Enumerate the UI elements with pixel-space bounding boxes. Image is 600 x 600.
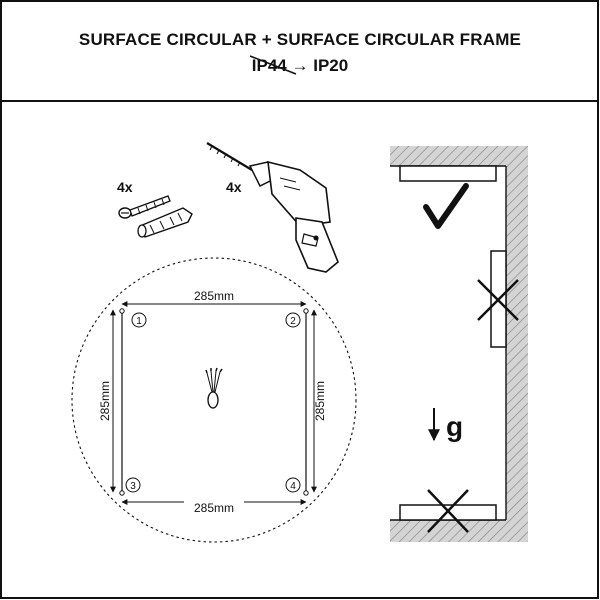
screw-anchor-group: 4x bbox=[117, 179, 193, 238]
page-title: SURFACE CIRCULAR + SURFACE CIRCULAR FRAM… bbox=[78, 30, 522, 49]
dimension-top: 285mm bbox=[194, 289, 234, 303]
dimension-label-bg-bottom bbox=[184, 501, 244, 515]
hole-marker-4 bbox=[285, 477, 301, 493]
arrow-right-icon: → bbox=[291, 56, 309, 75]
strike-through-icon bbox=[249, 55, 297, 75]
check-icon bbox=[423, 183, 469, 229]
hole-number-2: 2 bbox=[290, 316, 296, 327]
cross-icon-wall bbox=[477, 279, 519, 321]
ip-rating-line: IP44 → IP20 bbox=[0, 55, 600, 76]
hole-number-3: 3 bbox=[130, 481, 136, 492]
wall-plug-icon bbox=[137, 207, 193, 238]
hole-marker-2 bbox=[285, 312, 301, 328]
dimension-label-bg-left bbox=[98, 375, 112, 427]
template-outline-circle bbox=[71, 257, 357, 543]
drill-hole-3 bbox=[119, 490, 125, 496]
dimension-bottom: 285mm bbox=[194, 501, 234, 515]
dimension-right: 285mm bbox=[313, 381, 327, 421]
floor-hatch bbox=[390, 520, 506, 542]
drill-hole-4 bbox=[303, 490, 309, 496]
drill-hole-2 bbox=[303, 308, 309, 314]
dimension-label-bg-right bbox=[316, 375, 330, 427]
power-drill-icon bbox=[206, 142, 339, 273]
ip-rating-new: IP20 bbox=[313, 56, 349, 75]
mounting-position-panel: g bbox=[390, 146, 528, 542]
hole-number-4: 4 bbox=[290, 481, 296, 492]
hole-marker-3 bbox=[125, 477, 141, 493]
hole-number-1: 1 bbox=[136, 316, 142, 327]
drill-group: 4x bbox=[206, 142, 339, 273]
mounting-template: 285mm 285mm 285mm 285mm 1 2 3 4 bbox=[71, 257, 357, 543]
ceiling-hatch bbox=[390, 146, 528, 166]
drill-quantity: 4x bbox=[226, 179, 242, 195]
ip-rating-old: IP44 bbox=[249, 55, 297, 76]
dimension-left: 285mm bbox=[98, 381, 112, 421]
screws-quantity: 4x bbox=[117, 179, 133, 195]
hole-marker-1 bbox=[131, 312, 147, 328]
cross-icon-floor bbox=[427, 489, 469, 533]
gravity-label: g bbox=[446, 411, 463, 442]
dimension-label-bg-top bbox=[184, 289, 244, 303]
drill-hole-1 bbox=[119, 308, 125, 314]
power-cable-icon bbox=[205, 367, 223, 409]
luminaire-ceiling bbox=[399, 165, 497, 182]
screw-icon bbox=[118, 195, 171, 219]
wall-hatch bbox=[506, 166, 528, 542]
